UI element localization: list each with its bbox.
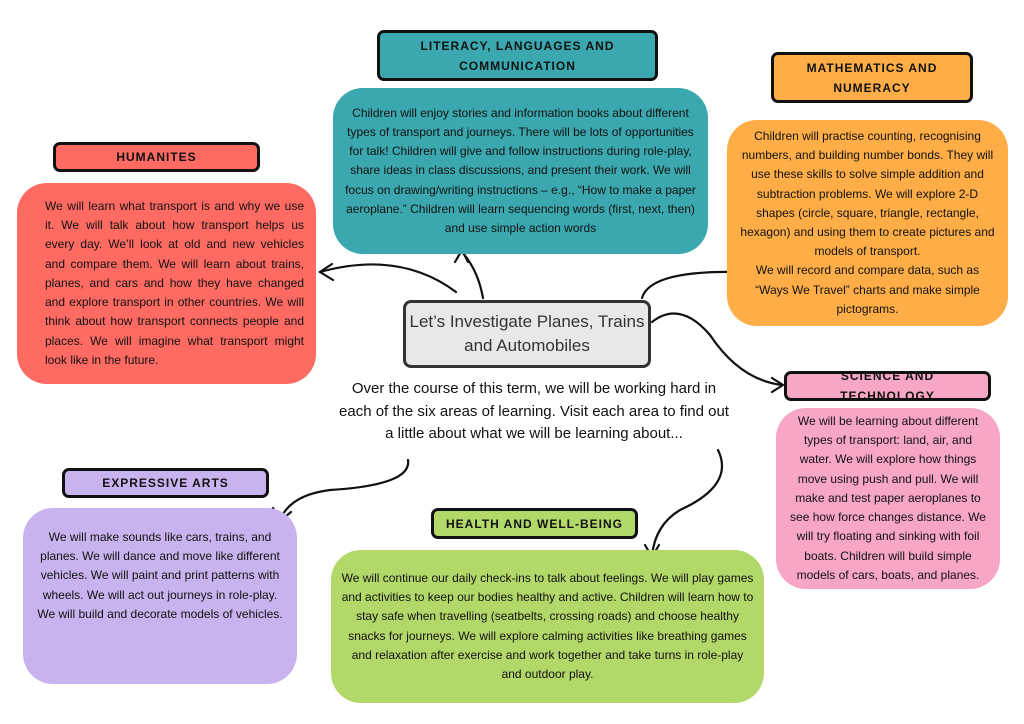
maths-text: Children will practise counting, recogni… <box>740 128 995 259</box>
expressive-arts-title: Expressive Arts <box>62 468 269 498</box>
maths-title: Mathematics and Numeracy <box>771 52 973 103</box>
health-box: We will continue our daily check-ins to … <box>331 550 764 703</box>
arrow-to-science <box>650 312 786 394</box>
literacy-title: Literacy, Languages and Communication <box>377 30 658 81</box>
literacy-text: Children will enjoy stories and informat… <box>345 105 696 235</box>
health-title: Health and Well-being <box>431 508 638 539</box>
maths-box: Children will practise counting, recogni… <box>727 120 1008 326</box>
arrow-to-literacy <box>453 247 485 300</box>
expressive-arts-box: We will make sounds like cars, trains, a… <box>23 508 297 684</box>
health-text: We will continue our daily check-ins to … <box>341 570 754 681</box>
literacy-box: Children will enjoy stories and informat… <box>333 88 708 254</box>
science-text: We will be learning about different type… <box>790 414 986 582</box>
science-title: Science and Technology <box>784 369 991 403</box>
central-title: Let’s Investigate Planes, Trains and Aut… <box>409 312 645 355</box>
maths-text-2: We will record and compare data, such as… <box>755 263 980 316</box>
central-topic-box: Let’s Investigate Planes, Trains and Aut… <box>403 300 651 368</box>
intro-text: Over the course of this term, we will be… <box>339 380 729 442</box>
expressive-arts-text: We will make sounds like cars, trains, a… <box>37 529 283 621</box>
humanities-title: Humanites <box>53 142 260 172</box>
science-box: We will be learning about different type… <box>776 408 1000 589</box>
arrow-to-expressive <box>271 458 410 523</box>
arrow-to-health <box>643 448 724 560</box>
humanities-box: We will learn what transport is and why … <box>17 183 316 384</box>
humanities-text: We will learn what transport is and why … <box>45 199 304 367</box>
arrow-to-humanities <box>317 262 458 294</box>
